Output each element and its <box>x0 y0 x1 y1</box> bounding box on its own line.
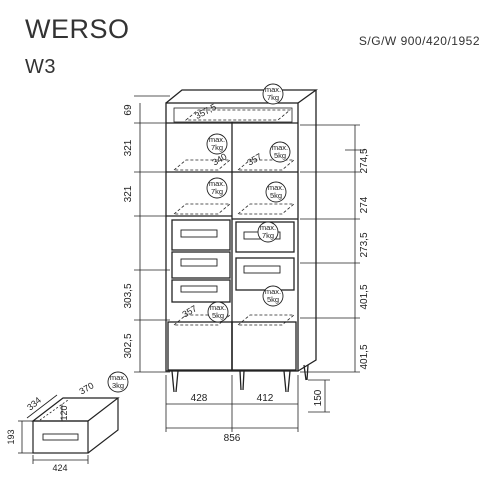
dim-drawers-left: 303,5 <box>123 283 134 308</box>
load-badge-left-shelf-1: max. 7kg <box>206 133 228 155</box>
load-badge-drawer: max. 3kg <box>107 371 129 393</box>
cabinet-body <box>165 89 319 393</box>
svg-text:5kg: 5kg <box>270 191 282 200</box>
dim-shelf-left-2: 321 <box>123 185 134 202</box>
drawer-detail-front <box>32 420 89 454</box>
svg-text:max.: max. <box>272 143 288 152</box>
handle <box>180 285 218 293</box>
drawer-width: 424 <box>52 463 67 473</box>
dim-right-2: 274 <box>359 196 370 213</box>
left-lower-door <box>167 321 233 371</box>
right-dimension-lines <box>300 124 365 373</box>
svg-text:7kg: 7kg <box>211 187 223 196</box>
load-badges: max. 7kg max. 7kg max. 5kg max. 7kg max. <box>206 83 291 323</box>
drawer-1 <box>171 219 231 251</box>
product-spec: S/G/W 900/420/1952 <box>358 34 480 48</box>
drawer-depth: 334 <box>25 395 43 412</box>
drawer-3 <box>171 279 231 303</box>
drawer-2 <box>171 251 231 279</box>
bottom-dimension-labels: 428 412 856 150 <box>191 389 324 444</box>
load-badge-right-bottom: max. 5kg <box>262 285 284 307</box>
drawer-detail-top <box>31 397 120 422</box>
dim-right-1: 274,5 <box>359 148 370 173</box>
dim-bottom-depth: 357 <box>180 303 198 319</box>
dim-right-3: 273,5 <box>359 232 370 257</box>
leg-front-left <box>171 370 179 393</box>
load-badge-right-shelf-1: max. 5kg <box>269 141 291 163</box>
dim-shelf-depth-right: 357 <box>245 151 263 167</box>
drawer-detail-handle <box>42 433 79 441</box>
dim-shelf-left-1: 321 <box>123 139 134 156</box>
svg-text:7kg: 7kg <box>262 231 274 240</box>
dim-top-height: 69 <box>123 104 134 116</box>
dim-doors-left: 302,5 <box>123 333 134 358</box>
dim-leg-height: 150 <box>313 389 324 406</box>
product-code: W3 <box>25 56 56 78</box>
right-dimension-labels: 274,5 274 273,5 401,5 401,5 <box>359 148 370 369</box>
svg-text:max.: max. <box>209 179 225 188</box>
svg-text:max.: max. <box>265 287 281 296</box>
right-middle-door <box>235 257 295 291</box>
left-dimension-lines <box>134 95 170 373</box>
svg-text:5kg: 5kg <box>212 311 224 320</box>
load-badge-left-shelf-2: max. 7kg <box>206 177 228 199</box>
cabinet-top-edge <box>165 89 319 104</box>
drawer-detail <box>18 394 120 464</box>
handle <box>180 258 218 267</box>
svg-text:max.: max. <box>268 183 284 192</box>
svg-text:max.: max. <box>265 85 281 94</box>
load-badge-right-shelf-2: max. 5kg <box>265 181 287 203</box>
shelf-planes <box>172 109 296 326</box>
dim-top-depth: 357,5 <box>193 102 218 121</box>
left-dimension-labels: 69 321 321 303,5 302,5 <box>123 104 134 359</box>
dim-right-5: 401,5 <box>359 344 370 369</box>
handle <box>180 229 218 238</box>
load-badge-left-bottom: max. 5kg <box>207 301 229 323</box>
load-badge-top: max. 7kg <box>262 83 284 105</box>
svg-text:7kg: 7kg <box>211 143 223 152</box>
dim-right-4: 401,5 <box>359 284 370 309</box>
svg-text:max.: max. <box>209 135 225 144</box>
cabinet-side-edge <box>297 90 317 372</box>
leg-back-right <box>303 364 309 381</box>
drawer-outer-height: 193 <box>6 429 16 444</box>
load-badge-drawer-area: max. 7kg <box>257 221 279 243</box>
drawer-inner-depth: 370 <box>77 380 95 396</box>
drawer-detail-labels: 334 370 120 193 424 max. 3kg <box>6 371 129 473</box>
svg-text:7kg: 7kg <box>267 93 279 102</box>
dim-total-width: 856 <box>224 433 241 444</box>
svg-text:3kg: 3kg <box>112 381 124 390</box>
product-name: WERSO <box>25 14 130 44</box>
leg-front-right <box>283 370 291 393</box>
drawer-detail-side <box>87 398 119 454</box>
dim-bottom-right: 412 <box>257 393 274 404</box>
svg-text:5kg: 5kg <box>274 151 286 160</box>
dim-bottom-left: 428 <box>191 393 208 404</box>
bottom-dimension-lines <box>165 375 330 432</box>
drawer-height: 120 <box>59 405 69 420</box>
svg-text:max.: max. <box>110 373 126 382</box>
svg-text:5kg: 5kg <box>267 295 279 304</box>
svg-text:max.: max. <box>260 223 276 232</box>
handle <box>243 265 281 274</box>
leg-front-right-a <box>239 370 245 391</box>
right-lower-door <box>231 321 297 371</box>
svg-text:max.: max. <box>210 303 226 312</box>
